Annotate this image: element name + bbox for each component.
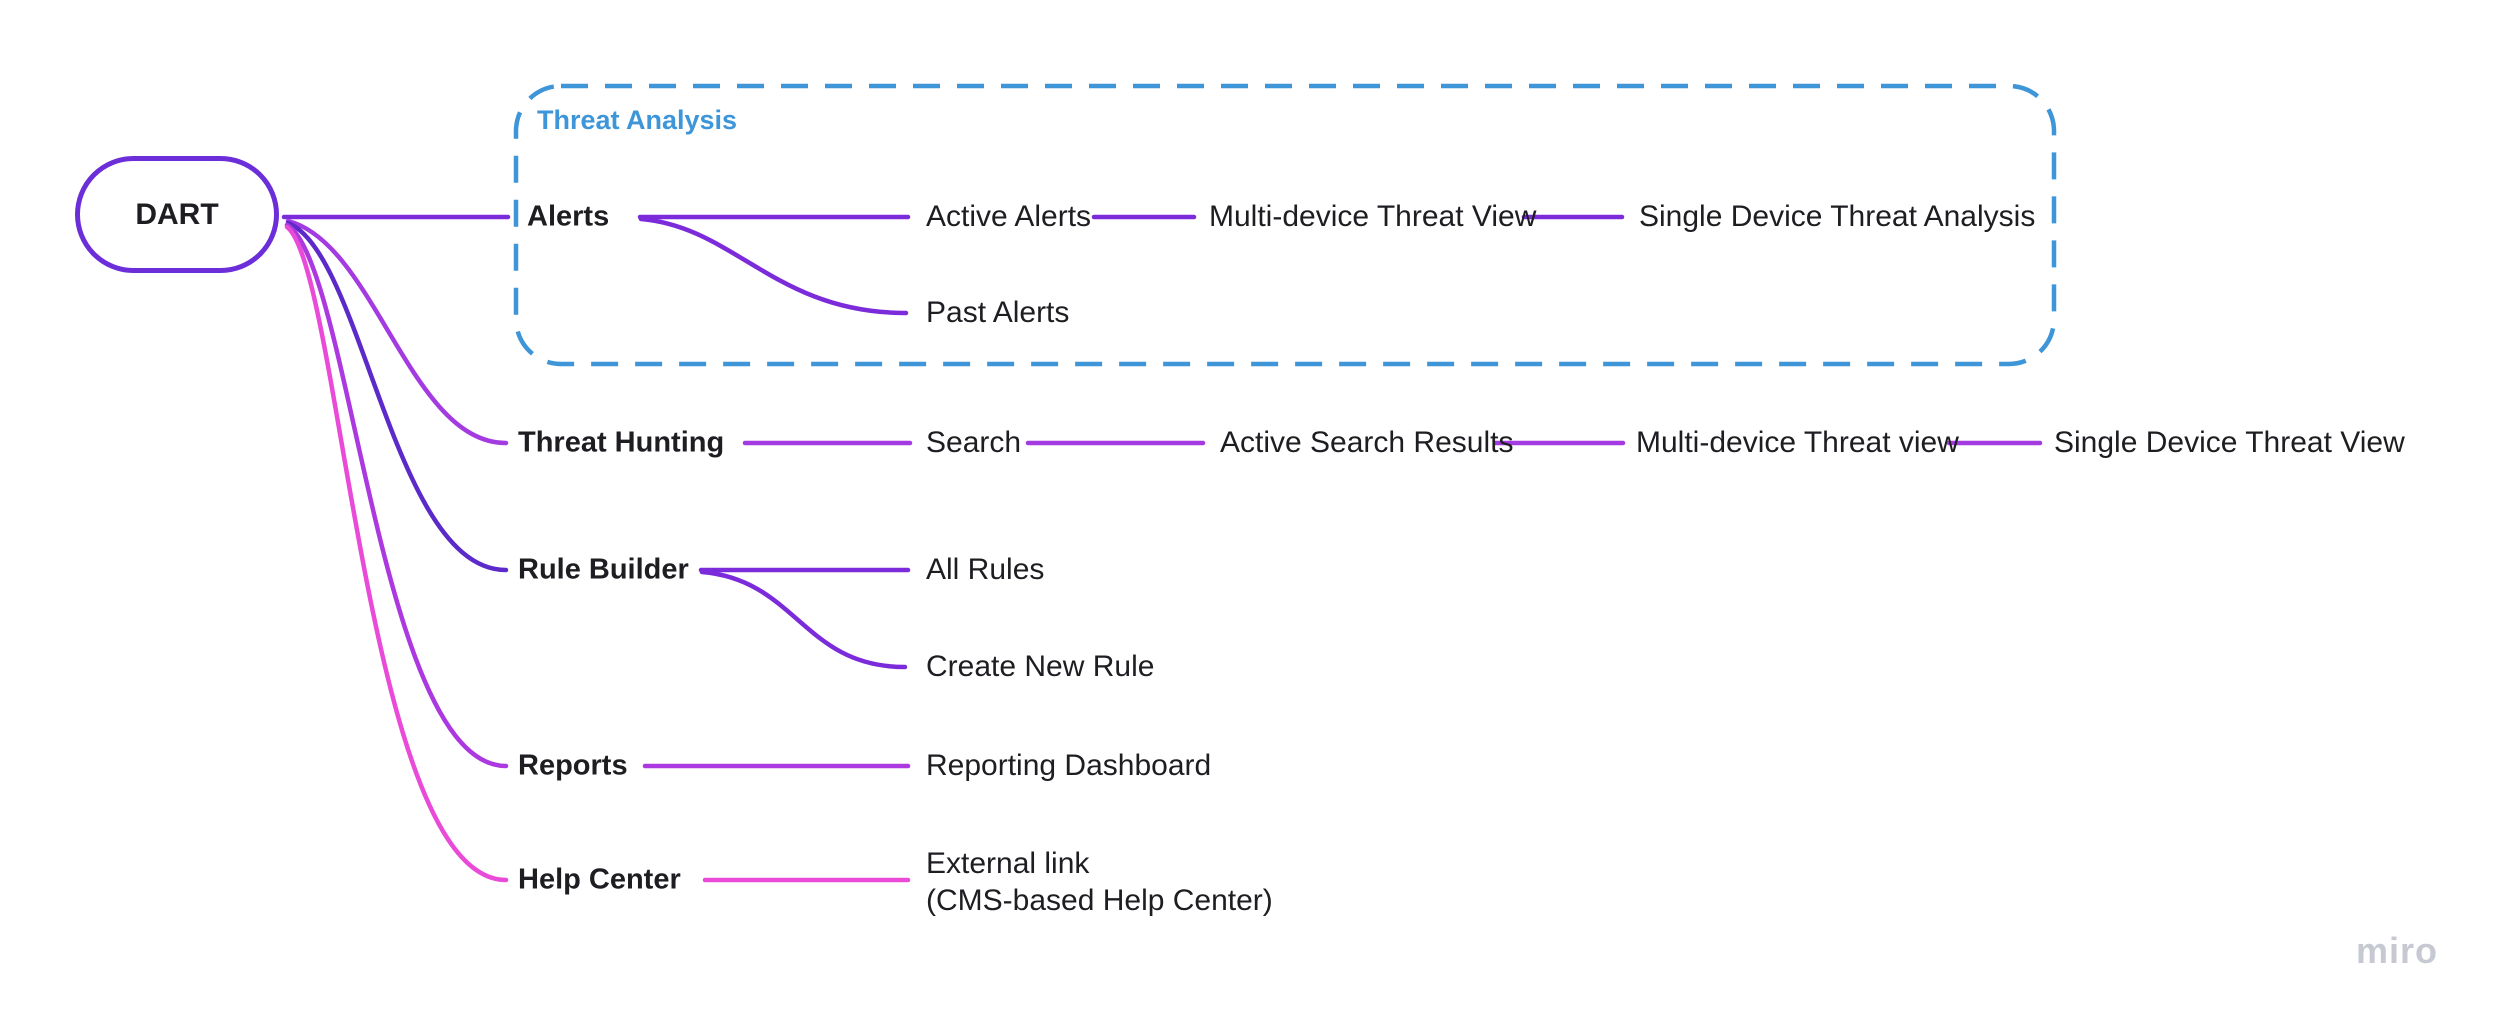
node-single-device-threat-view[interactable]: Single Device Threat View bbox=[2054, 426, 2405, 459]
node-reports[interactable]: Reports bbox=[518, 749, 628, 782]
node-past-alerts[interactable]: Past Alerts bbox=[926, 296, 1070, 329]
connector-alerts-past-alerts bbox=[638, 216, 909, 316]
threat-analysis-group-label[interactable]: Threat Analysis bbox=[537, 105, 738, 135]
node-external-link[interactable]: External link (CMS-based Help Center) bbox=[926, 845, 1273, 919]
node-active-alerts[interactable]: Active Alerts bbox=[926, 200, 1092, 233]
node-rule-builder[interactable]: Rule Builder bbox=[518, 553, 689, 586]
node-single-device-threat-analysis[interactable]: Single Device Threat Analysis bbox=[1639, 200, 2036, 233]
node-reporting-dashboard[interactable]: Reporting Dashboard bbox=[926, 749, 1212, 782]
connector-dart-reports bbox=[284, 222, 509, 769]
node-help-center[interactable]: Help Center bbox=[518, 863, 681, 896]
connector-dart-help-center bbox=[284, 224, 509, 883]
node-alerts[interactable]: Alerts bbox=[527, 200, 610, 233]
miro-watermark: miro bbox=[2356, 930, 2439, 971]
connector-dart-threat-hunting bbox=[285, 218, 509, 446]
node-multi-device-threat-view[interactable]: Multi-device Threat View bbox=[1209, 200, 1537, 233]
connector-dart-rule-builder bbox=[285, 220, 509, 573]
node-search[interactable]: Search bbox=[926, 426, 1022, 459]
connector-rule-builder-create-new-rule bbox=[699, 569, 908, 670]
root-node-dart[interactable]: DART bbox=[75, 156, 279, 273]
node-create-new-rule[interactable]: Create New Rule bbox=[926, 650, 1155, 683]
node-all-rules[interactable]: All Rules bbox=[926, 553, 1045, 586]
node-threat-hunting[interactable]: Threat Hunting bbox=[518, 426, 725, 459]
external-link-line2: (CMS-based Help Center) bbox=[926, 884, 1273, 917]
threat-analysis-group-border[interactable] bbox=[513, 83, 2057, 367]
external-link-line1: External link bbox=[926, 847, 1090, 880]
root-node-label: DART bbox=[135, 197, 219, 231]
node-active-search-results[interactable]: Active Search Results bbox=[1220, 426, 1514, 459]
node-multi-device-threat-view-2[interactable]: Multi-device Threat view bbox=[1636, 426, 1959, 459]
